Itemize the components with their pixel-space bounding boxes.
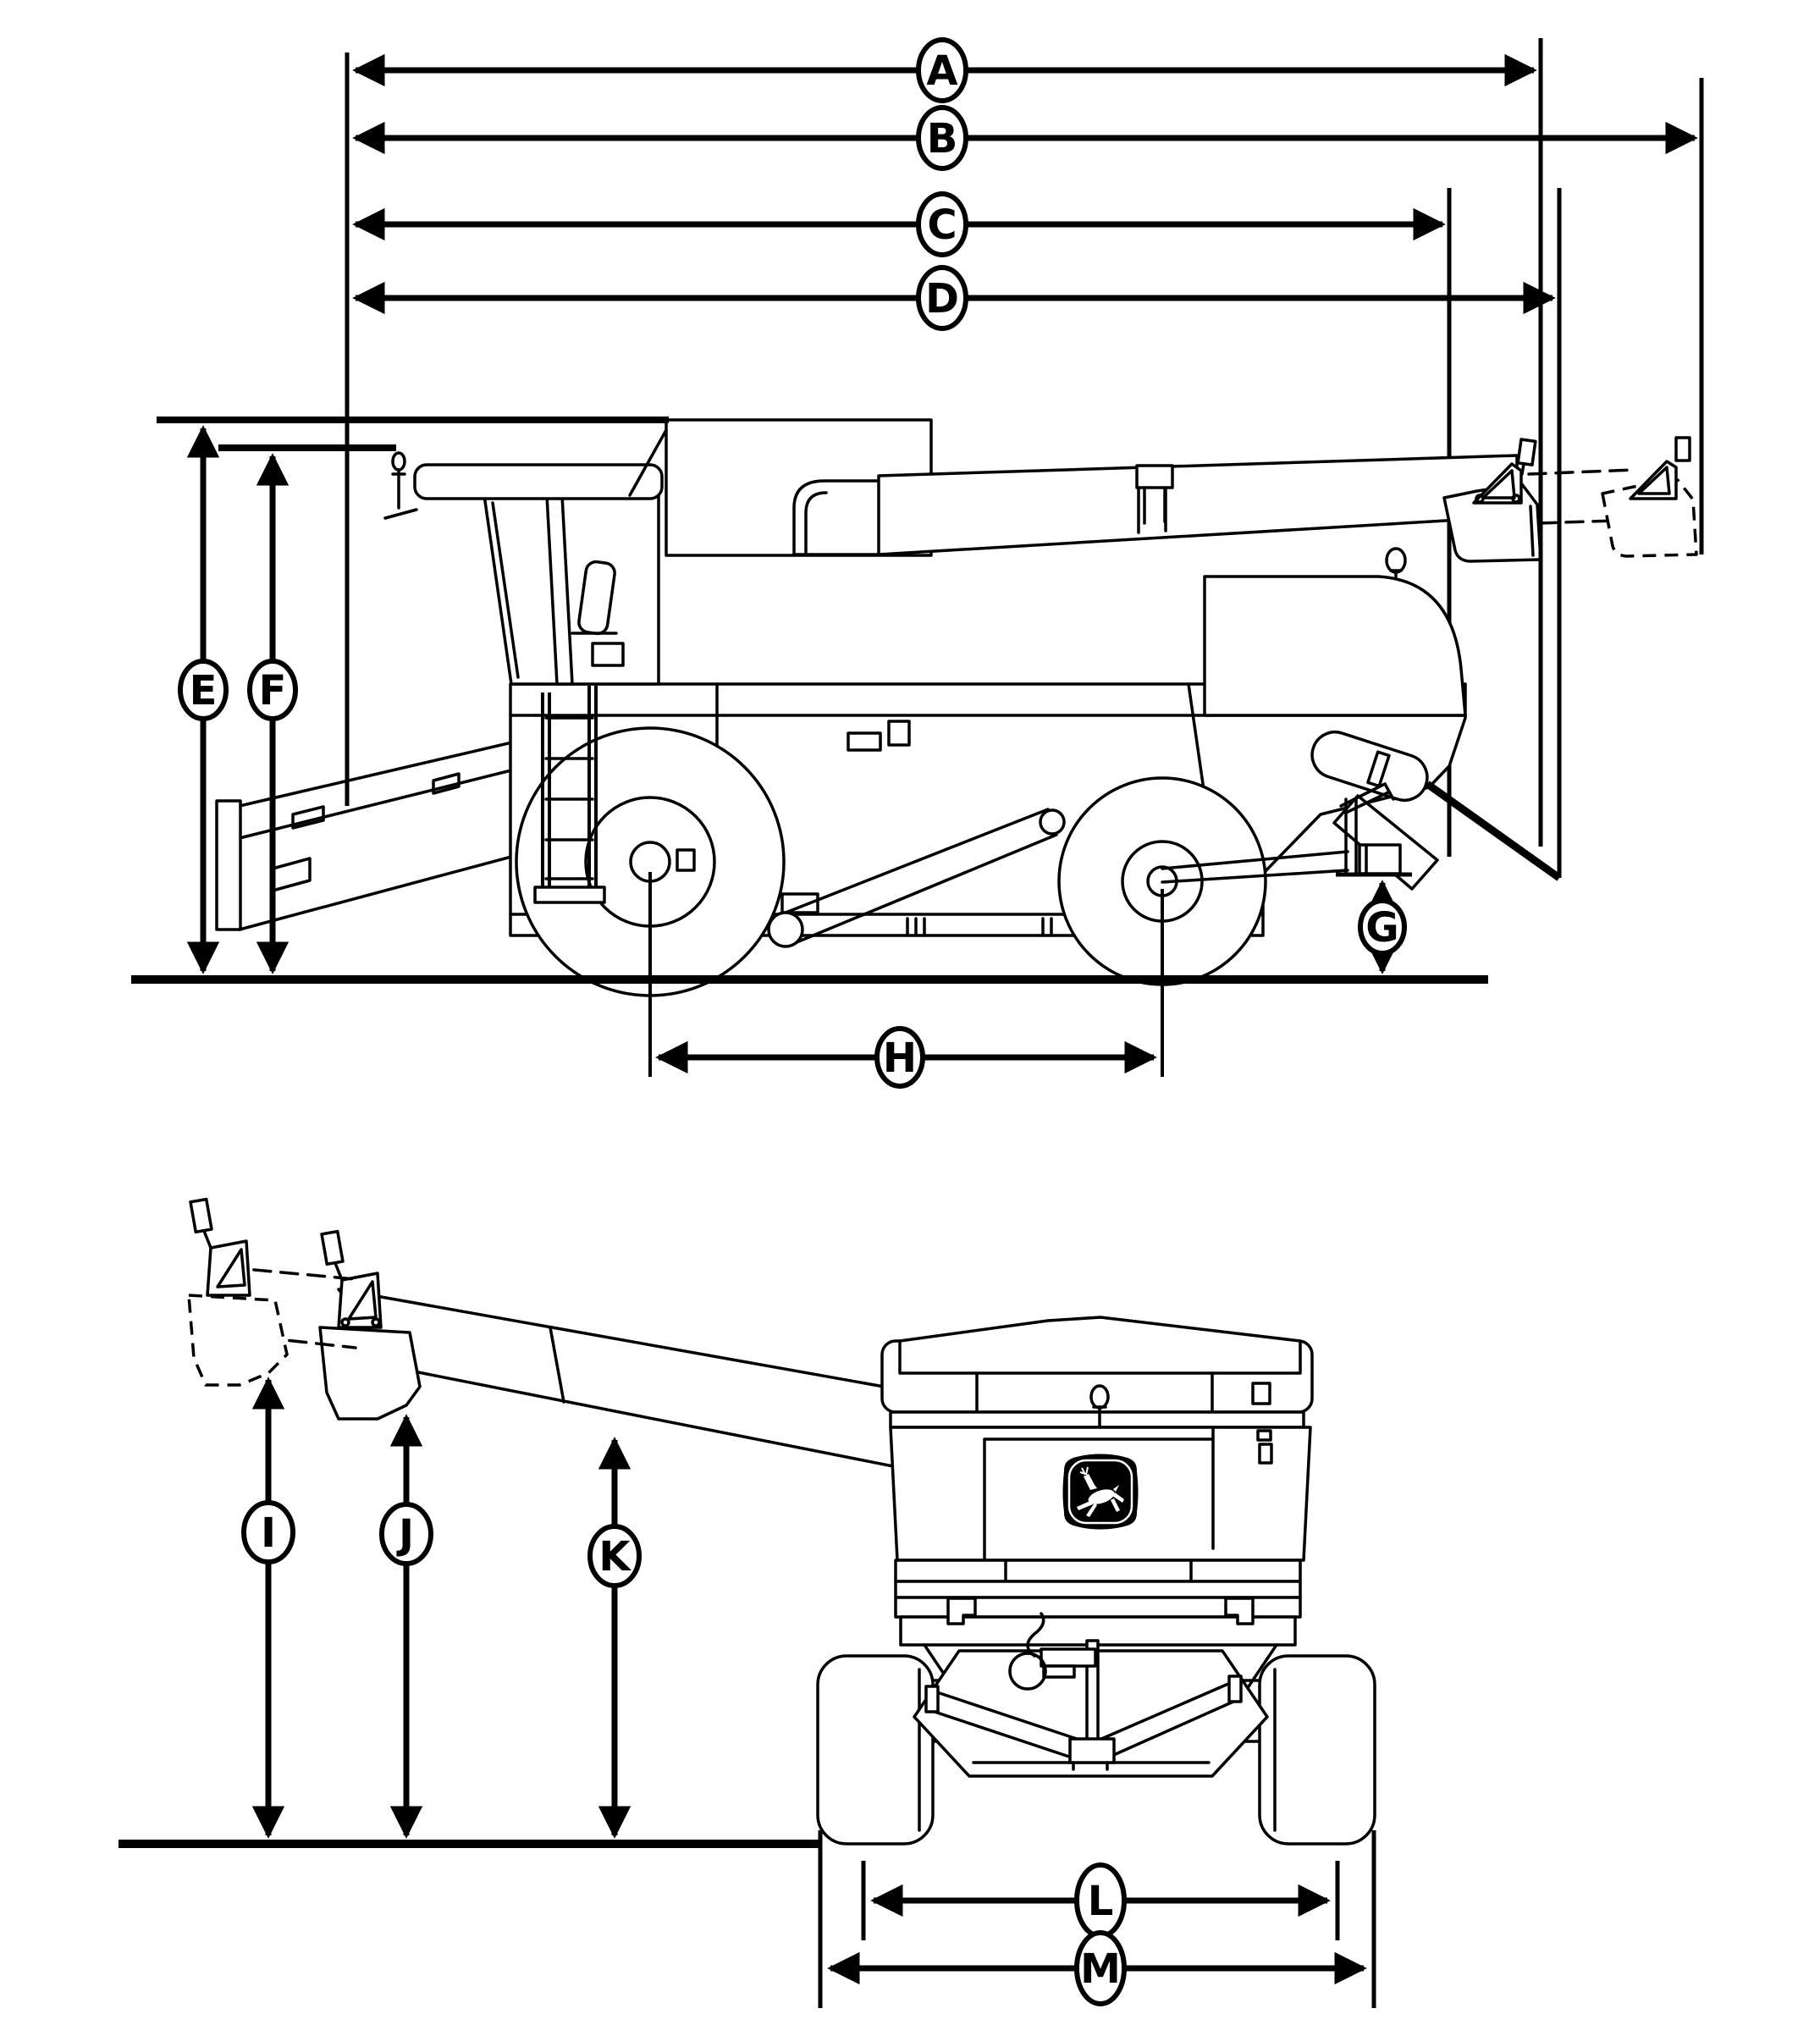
cab-ladder <box>533 686 606 904</box>
beacon-icon <box>1385 547 1407 578</box>
dim-l-ticks <box>861 1861 1340 1940</box>
dim-k-letter: K <box>598 1533 631 1581</box>
dim-m-letter: M <box>1080 1945 1121 1993</box>
chaff-spreader <box>913 1612 1269 1778</box>
rear-axle-linkage <box>767 808 1066 948</box>
dim-k-label: K <box>587 1524 642 1588</box>
dim-e-letter: E <box>190 667 218 715</box>
rear-view-dimensions: I J K L M <box>119 1377 1376 2008</box>
dim-i-label: I <box>241 1500 295 1564</box>
dim-e-label: E <box>178 659 229 721</box>
dim-m-label: M <box>1074 1930 1127 2006</box>
dim-h-label: H <box>874 1026 925 1089</box>
dim-b-label: B <box>916 105 968 171</box>
cab-roof <box>413 463 664 500</box>
dim-d-label: D <box>916 265 968 331</box>
auger-spout-rear <box>318 1229 422 1421</box>
dim-f-label: F <box>247 659 298 721</box>
dim-i-letter: I <box>261 1509 276 1557</box>
dim-f-letter: F <box>259 667 287 715</box>
dim-g-label: G <box>1358 898 1407 956</box>
header-attachment <box>215 731 554 931</box>
dim-l-label: L <box>1074 1862 1127 1939</box>
unloading-auger-rear <box>337 1288 963 1482</box>
dim-a-letter: A <box>926 47 957 95</box>
dim-m-ticks <box>818 1830 1376 2008</box>
wheelbase-drop-lines <box>648 872 1164 1077</box>
auger-spout-side <box>1442 438 1542 563</box>
dim-c-letter: C <box>927 201 957 249</box>
front-wheel <box>515 726 786 997</box>
auger-spout-side-extended-dashed <box>1527 436 1698 558</box>
dim-l-letter: L <box>1088 1878 1114 1925</box>
dim-j-letter: J <box>396 1511 414 1559</box>
dim-g-letter: G <box>1365 904 1398 952</box>
side-view-machine <box>215 418 1698 997</box>
cab-antenna-icon <box>383 451 418 520</box>
dim-a-label: A <box>916 37 968 103</box>
straw-spreader <box>1310 730 1562 891</box>
rear-view-right-wheel <box>1258 1654 1376 1846</box>
rear-view-left-wheel <box>816 1654 935 1846</box>
beacon-rear-icon <box>1089 1384 1110 1429</box>
rear-view-machine <box>187 1197 1376 1846</box>
rear-hood <box>1203 547 1467 717</box>
dim-d-letter: D <box>925 275 959 323</box>
dim-c-label: C <box>916 191 968 257</box>
cab <box>383 451 664 686</box>
leaping-deer-icon <box>1077 1466 1124 1517</box>
dim-j-label: J <box>379 1502 433 1566</box>
spreader-chute-edge <box>1425 781 1562 881</box>
dim-b-letter: B <box>927 115 958 163</box>
dim-h-letter: H <box>883 1035 917 1082</box>
grain-tank-roof <box>898 1316 1302 1375</box>
unloading-auger-side <box>792 454 1519 556</box>
side-view-dimensions: A B C D E F G H <box>131 37 1704 1089</box>
john-deere-logo <box>1062 1454 1139 1530</box>
